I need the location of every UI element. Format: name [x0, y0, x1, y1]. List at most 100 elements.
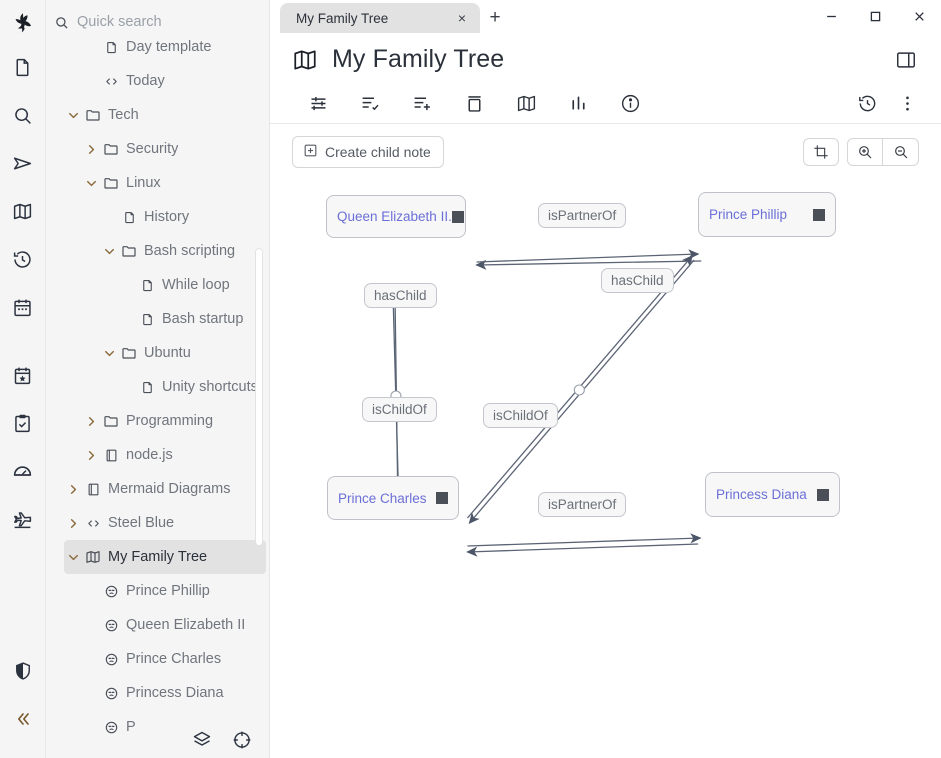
chevron-right-icon[interactable]	[64, 483, 82, 496]
trilium-leaf-logo	[8, 8, 38, 38]
tree-item-label: Bash scripting	[144, 243, 236, 259]
tree-item-label: My Family Tree	[108, 549, 208, 565]
window-minimize-button[interactable]	[809, 0, 853, 33]
tree-item-queen-elizabeth-ii[interactable]: Queen Elizabeth II	[82, 608, 266, 642]
relation-edge-label[interactable]: hasChild	[601, 268, 674, 293]
note-icon	[100, 40, 122, 55]
chevron-down-icon[interactable]	[64, 551, 82, 564]
rail-item-calendar[interactable]	[6, 290, 40, 324]
chevron-down-icon[interactable]	[82, 177, 100, 190]
tree-item-prince-phillip[interactable]: Prince Phillip	[82, 574, 266, 608]
note-icon	[136, 380, 158, 395]
window-maximize-button[interactable]	[853, 0, 897, 33]
tool-note-info[interactable]	[604, 86, 656, 122]
rail-item-recent-changes[interactable]	[6, 242, 40, 276]
chevron-right-icon[interactable]	[82, 415, 100, 428]
clipboard-check-icon	[12, 413, 33, 434]
tree-item-node-js[interactable]: node.js	[82, 438, 266, 472]
relation-node-resize-handle[interactable]	[436, 492, 448, 504]
relation-node-diana[interactable]: Princess Diana	[705, 472, 840, 517]
layers-button[interactable]	[192, 730, 212, 750]
relation-node-label: Princess Diana	[716, 487, 807, 502]
right-panel-icon[interactable]	[895, 49, 927, 71]
tree-item-ubuntu[interactable]: Ubuntu	[100, 336, 266, 370]
rail-item-protected-session[interactable]	[6, 654, 40, 688]
rail-item-weekly-note[interactable]	[6, 358, 40, 392]
tree-item-security[interactable]: Security	[82, 132, 266, 166]
relation-node-phillip[interactable]: Prince Phillip	[698, 192, 836, 237]
tree-item-while-loop[interactable]: While loop	[118, 268, 266, 302]
tree-item-label: Prince Phillip	[126, 583, 210, 599]
rail-item-dashboard[interactable]	[6, 454, 40, 488]
tree-item-mermaid-diagrams[interactable]: Mermaid Diagrams	[64, 472, 266, 506]
tool-note-statistics[interactable]	[552, 86, 604, 122]
window-close-button[interactable]	[897, 0, 941, 33]
quick-search-row[interactable]	[46, 0, 270, 44]
relation-edge-label[interactable]: hasChild	[364, 283, 437, 308]
tool-owned-attributes[interactable]	[344, 86, 396, 122]
tree-item-day-template[interactable]: Day template	[82, 30, 266, 64]
relation-edge-label[interactable]: isPartnerOf	[538, 492, 627, 517]
tree-item-history[interactable]: History	[100, 200, 266, 234]
tree-item-prince-charles[interactable]: Prince Charles	[82, 642, 266, 676]
rail-collapse-button[interactable]	[6, 702, 40, 736]
rail-item-jump-to[interactable]	[6, 146, 40, 180]
tab-my-family-tree[interactable]: My Family Tree ×	[280, 3, 480, 33]
relation-node-resize-handle[interactable]	[451, 210, 464, 223]
tree-item-linux[interactable]: Linux	[82, 166, 266, 200]
search-icon	[54, 15, 69, 30]
tree-item-princess-diana[interactable]: Princess Diana	[82, 676, 266, 710]
tree-item-label: History	[144, 209, 190, 225]
tree-item-p[interactable]: P	[82, 710, 266, 744]
tree-item-label: Programming	[126, 413, 214, 429]
tool-basic-properties[interactable]	[448, 86, 500, 122]
tree-item-unity-shortcuts[interactable]: Unity shortcuts	[118, 370, 266, 404]
relation-node-charles[interactable]: Prince Charles	[327, 476, 459, 520]
create-child-note-button[interactable]: Create child note	[292, 136, 444, 168]
tree-item-label: Prince Charles	[126, 651, 222, 667]
tool-note-properties[interactable]	[292, 86, 344, 122]
create-child-note-label: Create child note	[325, 144, 431, 160]
rail-item-note-map[interactable]	[6, 194, 40, 228]
tree-item-bash-scripting[interactable]: Bash scripting	[100, 234, 266, 268]
quick-search-input[interactable]	[77, 14, 247, 30]
tree-item-steel-blue[interactable]: Steel Blue	[64, 506, 266, 540]
chevron-down-icon[interactable]	[100, 347, 118, 360]
tab-close-icon[interactable]: ×	[457, 10, 466, 26]
rail-item-travel[interactable]	[6, 502, 40, 536]
tool-more-menu[interactable]	[887, 86, 927, 122]
tree-item-my-family-tree[interactable]: My Family Tree	[64, 540, 266, 574]
rail-item-tasks[interactable]	[6, 406, 40, 440]
tree-item-programming[interactable]: Programming	[82, 404, 266, 438]
tool-note-revisions[interactable]	[847, 86, 887, 122]
tool-add-attribute[interactable]	[396, 86, 448, 122]
rail-item-search[interactable]	[6, 98, 40, 132]
tree-item-today[interactable]: Today	[82, 64, 266, 98]
chevron-right-icon[interactable]	[82, 143, 100, 156]
folder-icon	[118, 345, 140, 361]
chevron-right-icon[interactable]	[64, 517, 82, 530]
zoom-in-icon[interactable]	[847, 138, 883, 166]
zoom-out-icon[interactable]	[883, 138, 919, 166]
relation-icon	[100, 720, 122, 735]
chevron-down-icon[interactable]	[100, 245, 118, 258]
tree-item-bash-startup[interactable]: Bash startup	[118, 302, 266, 336]
tree-item-label: Bash startup	[162, 311, 244, 327]
chevron-down-icon[interactable]	[64, 109, 82, 122]
relation-node-resize-handle[interactable]	[817, 488, 829, 501]
chevron-right-icon[interactable]	[82, 449, 100, 462]
relation-edge-label[interactable]: isChildOf	[483, 403, 558, 428]
relation-edge-label[interactable]: isPartnerOf	[538, 203, 627, 228]
crop-fit-icon[interactable]	[803, 138, 839, 166]
relation-node-qe2[interactable]: Queen Elizabeth II.	[326, 195, 466, 238]
relation-edge-label[interactable]: isChildOf	[362, 397, 437, 422]
sidebar-scrollbar[interactable]	[255, 248, 263, 546]
rail-item-notes[interactable]	[6, 50, 40, 84]
new-tab-button[interactable]: +	[489, 7, 501, 28]
relation-node-resize-handle[interactable]	[813, 208, 825, 221]
target-button[interactable]	[232, 730, 252, 750]
tool-note-map[interactable]	[500, 86, 552, 122]
tree-item-tech[interactable]: Tech	[64, 98, 266, 132]
book-icon	[82, 482, 104, 497]
